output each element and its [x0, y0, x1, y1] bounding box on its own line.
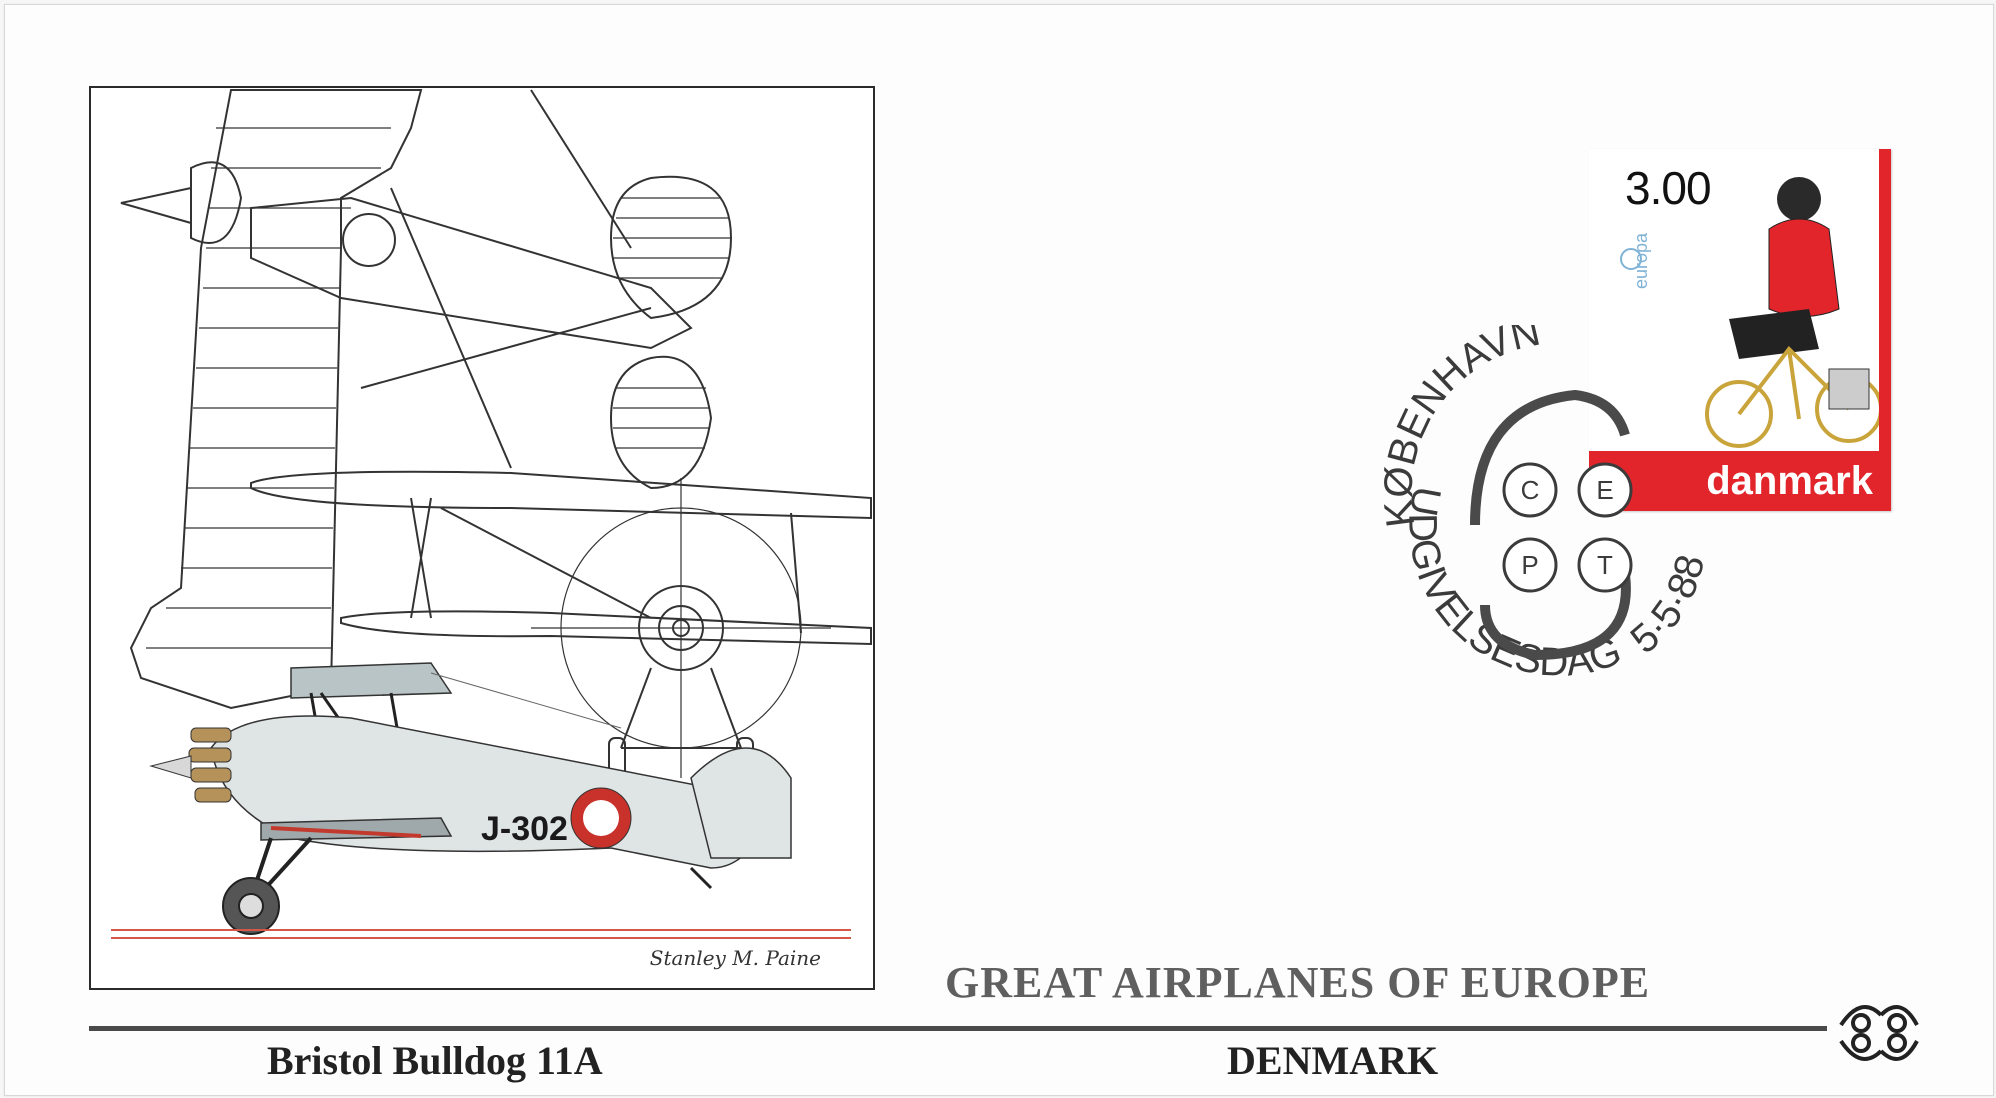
postmark-letter-p: P	[1521, 550, 1538, 580]
divider-rule	[89, 1026, 1827, 1031]
envelope: J-302 Stanley M. Paine 3.00 europa danma…	[4, 4, 1994, 1096]
aircraft-drawing: J-302	[111, 89, 872, 939]
postmark-date: 5·5·88	[1622, 551, 1713, 663]
postmark-letter-c: C	[1521, 475, 1540, 505]
series-title: GREAT AIRPLANES OF EUROPE	[945, 958, 1651, 1007]
artist-signature: Stanley M. Paine	[649, 946, 821, 970]
country-name: DENMARK	[1227, 1038, 1439, 1083]
aircraft-marking: J-302	[481, 810, 568, 848]
postmark-letter-t: T	[1597, 550, 1613, 580]
postage-stamp: 3.00 europa danmark	[1589, 149, 1891, 511]
cept-posthorn-icon	[1470, 389, 1631, 661]
postmark-letter-e: E	[1596, 475, 1613, 505]
stamp-europa-label: europa	[1631, 232, 1651, 289]
stamp-artwork	[1620, 177, 1879, 448]
postmark-cancellation: KØBENHAVN UDGIVELSESDAG 5·5·88 C E P T	[1376, 325, 1713, 685]
illustration-frame: J-302 Stanley M. Paine	[89, 86, 875, 990]
plane-name: Bristol Bulldog 11A	[267, 1038, 603, 1083]
cept-logo-icon	[1839, 1005, 1919, 1061]
stamp-value: 3.00	[1625, 162, 1712, 214]
stamp-country: danmark	[1589, 451, 1879, 511]
